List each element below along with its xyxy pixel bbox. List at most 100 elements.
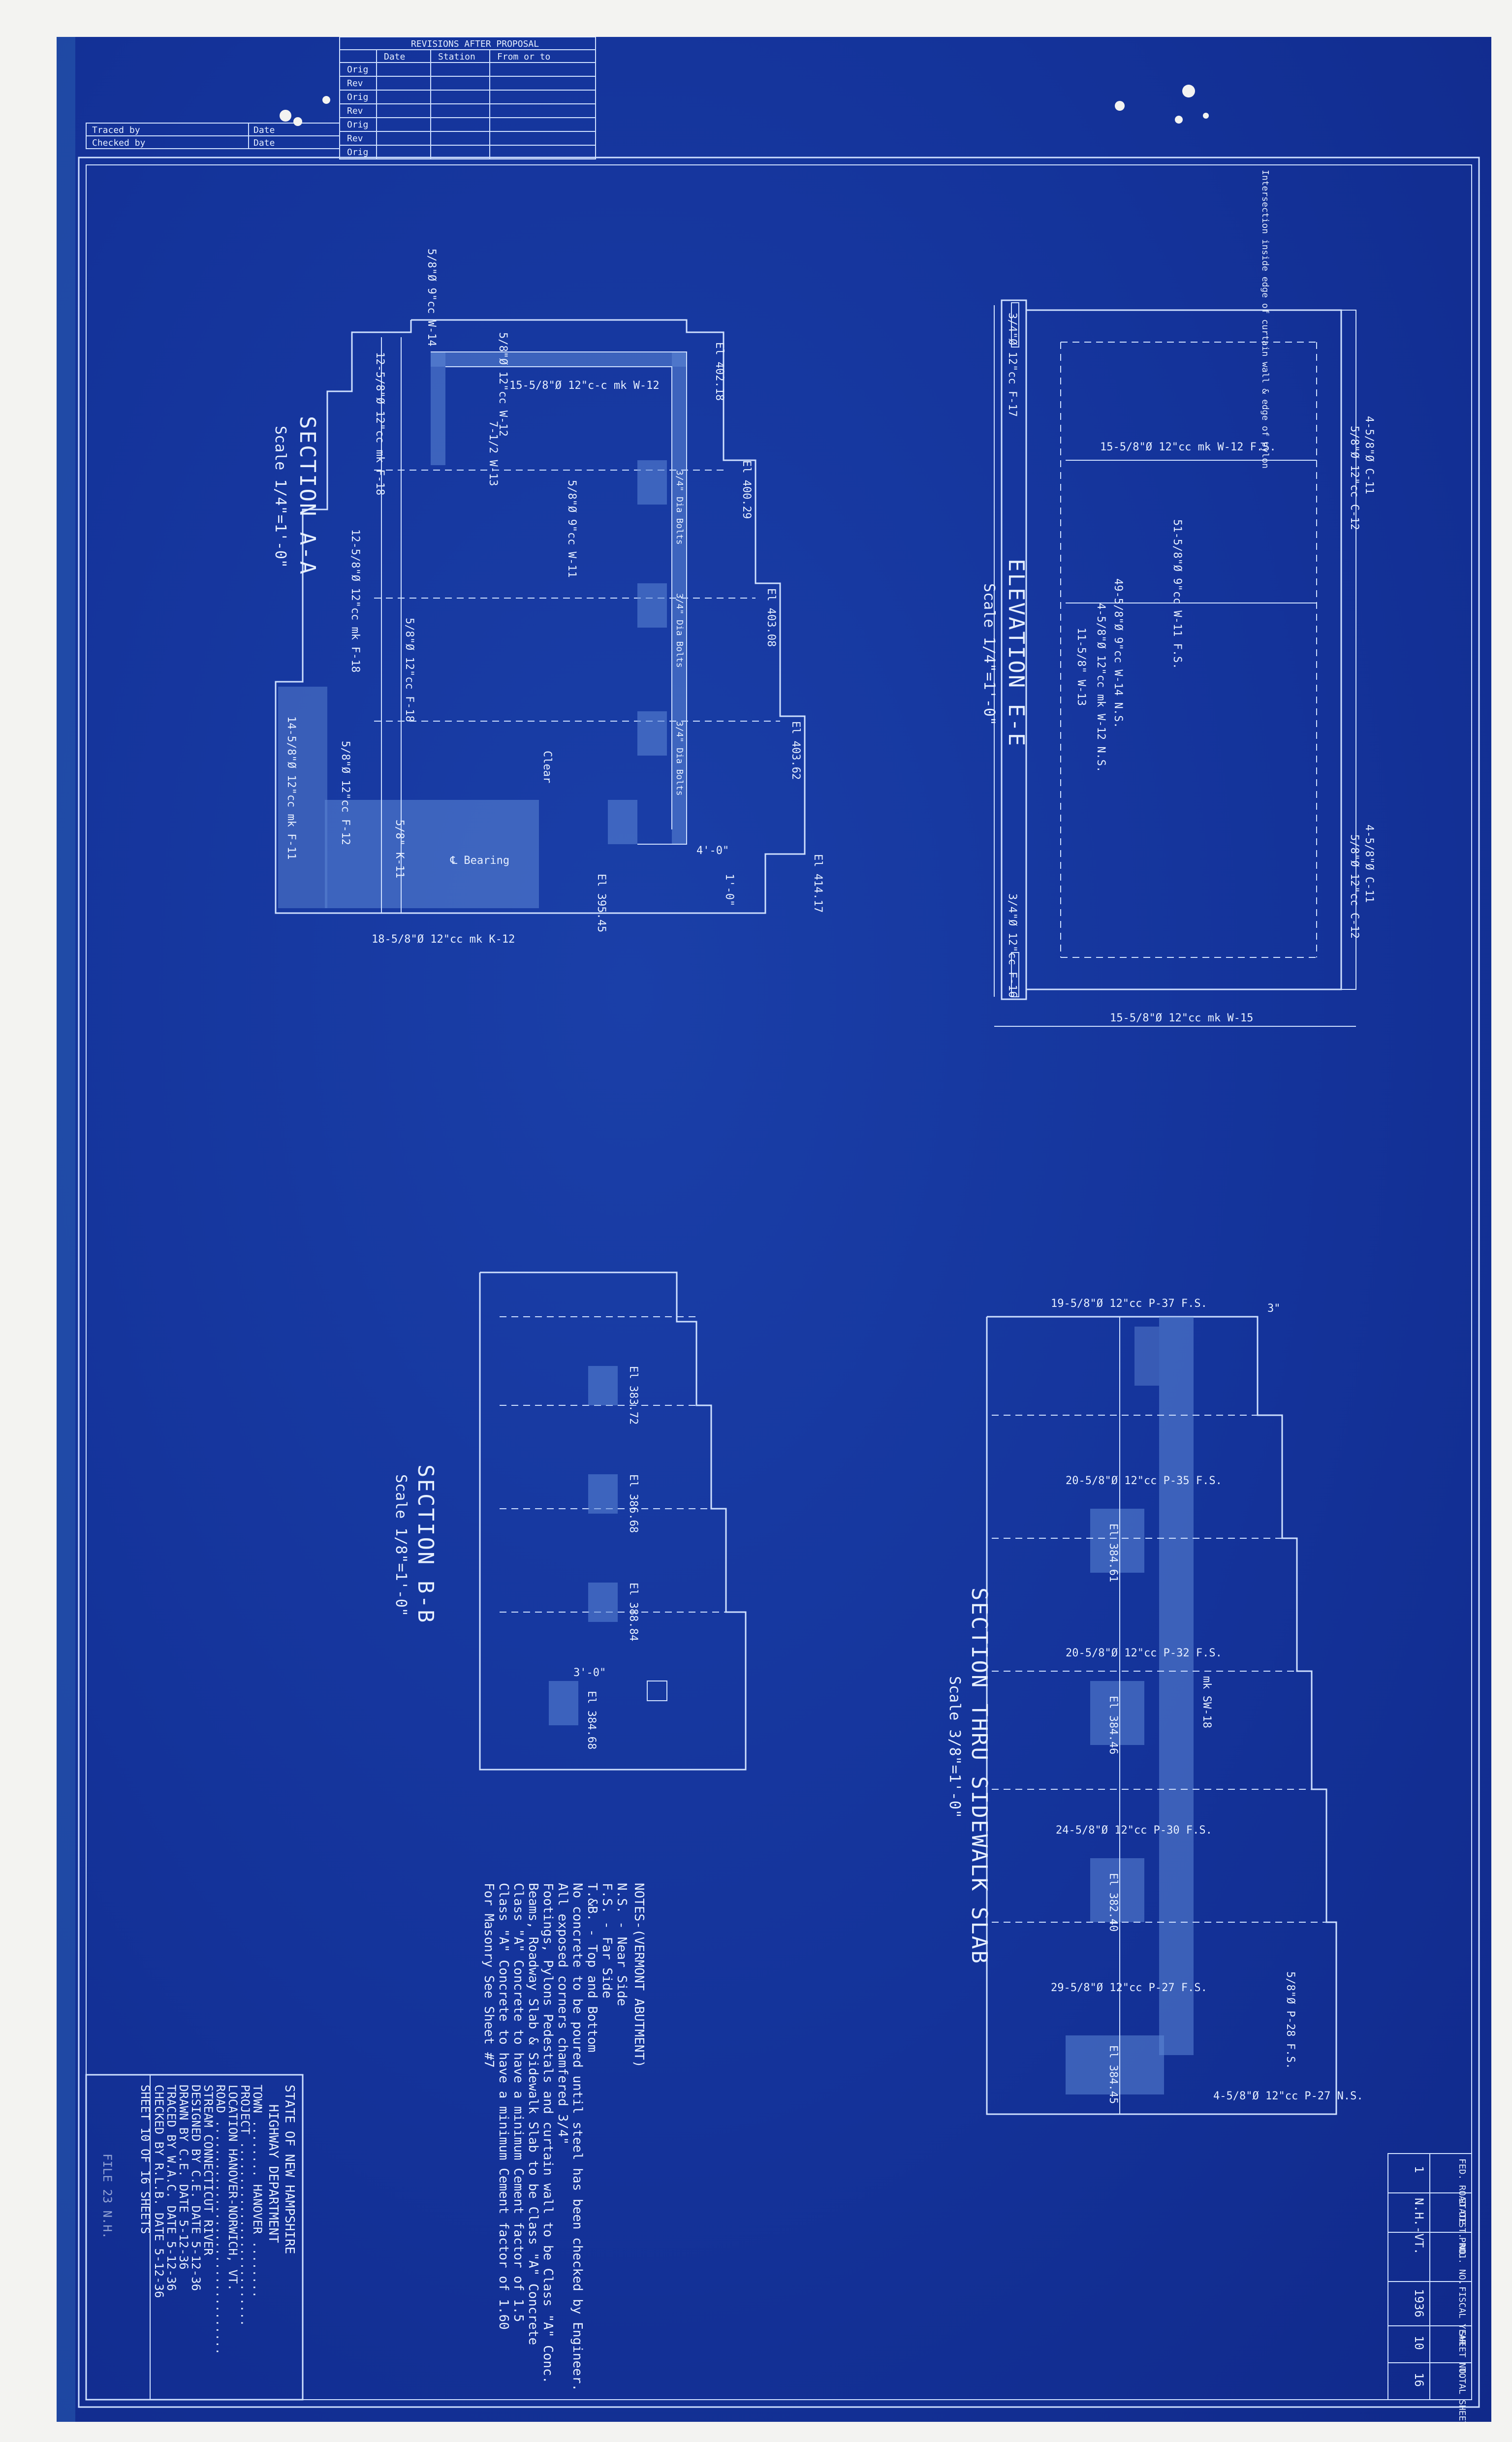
- label-f18b: 12-5/8"Ø 12"cc mk F-18: [349, 529, 361, 672]
- label-bar4: 4-5/8"Ø 12"cc mk W-12 N.S.: [1095, 603, 1107, 772]
- label-w13: 7-1/2 W-13: [487, 421, 499, 486]
- label-clear: Clear: [541, 751, 553, 783]
- section-bb: SECTION B-B Scale 1/8"=1'-0" El 383.72 E…: [392, 1271, 747, 1771]
- note-line: F.S. - Far Side: [599, 1883, 614, 1998]
- tb-row: STREAM CONNECTICUT RIVER: [201, 2085, 215, 2255]
- label-f18a: 12-5/8"Ø 12"cc mk F-18: [374, 352, 386, 495]
- note-line: Footings, Pylons Pedestals and curtain w…: [540, 1883, 555, 2383]
- label-bolts: 3/4" Dia Bolts: [674, 721, 685, 796]
- note-line: All exposed corners chamfered 3/4": [555, 1883, 570, 2145]
- tb-row: PROJECT ..........................: [238, 2085, 252, 2326]
- section-aa-scale: Scale 1/4"=1'-0": [272, 426, 289, 568]
- label-c12b: 5/8"Ø 12"cc C-12: [1348, 834, 1360, 939]
- notes-heading: NOTES-(VERMONT ABUTMENT): [631, 1883, 646, 2068]
- date-label: Date: [253, 125, 275, 135]
- idx-header: TOTAL SHEETS: [1457, 2368, 1467, 2422]
- sheet-border: [78, 157, 1480, 2408]
- label-bolts: 3/4" Dia Bolts: [674, 593, 685, 668]
- rev-row: Rev: [347, 133, 363, 144]
- checked-by: Checked by: [92, 138, 146, 148]
- label-el4: El 403.62: [789, 721, 802, 780]
- label-bar5: 11-5/8" W-13: [1075, 628, 1087, 706]
- sheet-inner-border: [86, 164, 1472, 2400]
- rev-col-date: Date: [384, 52, 405, 62]
- label-c11a: 4-5/8"Ø C-11: [1363, 416, 1375, 494]
- traced-checked-block: Traced by Checked by Date Date: [86, 123, 340, 149]
- idx-header: FISCAL YEAR: [1457, 2286, 1467, 2345]
- label-w12: 5/8"Ø 12"cc W-12: [497, 332, 509, 437]
- label-p32: 20-5/8"Ø 12"cc P-32 F.S.: [1066, 1647, 1222, 1659]
- note-line: Class "A" Concrete to have a minimum Cem…: [496, 1883, 511, 2330]
- elevation-ee: ELEVATION E-E Scale 1/4"=1'-0" 15-5/8"Ø …: [980, 170, 1375, 1027]
- label-p37: 19-5/8"Ø 12"cc P-37 F.S.: [1051, 1298, 1207, 1310]
- tb-dept: HIGHWAY DEPARTMENT: [266, 2104, 281, 2243]
- label-bearing: ℄ Bearing: [450, 855, 509, 867]
- note-line: For Masonry See Sheet #7: [481, 1883, 496, 2068]
- label-p35: 20-5/8"Ø 12"cc P-35 F.S.: [1066, 1475, 1222, 1487]
- rev-row: Rev: [347, 78, 363, 89]
- label-p27ns: 4-5/8"Ø 12"cc P-27 N.S.: [1213, 2090, 1363, 2102]
- label-p28: 5/8"Ø P-28 F.S.: [1284, 1971, 1296, 2069]
- tb-row: DRAWN BY C.E. DATE 5-12-36: [177, 2085, 190, 2270]
- idx-header: PROJ. NO.: [1457, 2237, 1467, 2285]
- label-c11b: 4-5/8"Ø C-11: [1363, 825, 1375, 903]
- label-el1: El 402.18: [713, 342, 725, 401]
- label-el2: El 400.29: [740, 460, 753, 519]
- revision-block: REVISIONS AFTER PROPOSAL Date Station Fr…: [339, 37, 596, 159]
- label-k11: 5/8" K-11: [393, 820, 406, 878]
- drawing-canvas: REVISIONS AFTER PROPOSAL Date Station Fr…: [78, 37, 1480, 2422]
- notes-block: NOTES-(VERMONT ABUTMENT) N.S. - Near Sid…: [481, 1883, 646, 2391]
- note-line: Beams, Roadway Slab & Sidewalk Slab to b…: [526, 1883, 540, 2345]
- idx-header: SHEET NO.: [1457, 2331, 1467, 2379]
- label-el6: El 395.45: [595, 874, 607, 932]
- blueprint-sheet: REVISIONS AFTER PROPOSAL Date Station Fr…: [57, 37, 1491, 2422]
- label-dim2: 1'-0": [723, 874, 735, 906]
- idx-value: 10: [1412, 2336, 1426, 2350]
- tb-row: DESIGNED BY C.E. DATE 5-12-36: [189, 2085, 203, 2291]
- label-k12: 18-5/8"Ø 12"cc mk K-12: [372, 933, 515, 946]
- elevation-title: ELEVATION E-E: [1004, 559, 1029, 747]
- label-sw-el2: El 384.46: [1107, 1696, 1119, 1754]
- label-p27: 29-5/8"Ø 12"cc P-27 F.S.: [1051, 1982, 1207, 1994]
- label-sw-el1: El 384.61: [1107, 1523, 1119, 1582]
- idx-value: 1936: [1412, 2289, 1426, 2317]
- section-sidewalk: SECTION THRU SIDEWALK SLAB Scale 3/8"=1'…: [946, 1298, 1363, 2115]
- label-bar1: 15-5/8"Ø 12"cc mk W-12 F.S.: [1100, 441, 1276, 453]
- label-p30: 24-5/8"Ø 12"cc P-30 F.S.: [1056, 1824, 1212, 1837]
- tb-row: SHEET 10 OF 16 SHEETS: [138, 2085, 152, 2234]
- rev-row: Orig: [347, 147, 368, 158]
- label-dim3: 3": [1267, 1302, 1281, 1315]
- tb-row: LOCATION HANOVER-NORWICH, VT.: [226, 2085, 240, 2291]
- label-sw-el4: El 384.45: [1107, 2045, 1119, 2104]
- elevation-scale: Scale 1/4"=1'-0": [980, 583, 998, 726]
- sheet-edge: [57, 37, 75, 2422]
- idx-value: N.H.-VT.: [1412, 2198, 1426, 2255]
- label-w14: 5/8"Ø 9"cc W-14: [425, 249, 438, 347]
- tb-stamp: FILE 23 N.H.: [100, 2154, 114, 2239]
- label-w11: 5/8"Ø 9"cc W-11: [566, 480, 578, 578]
- section-aa-title: SECTION A-A: [295, 416, 320, 575]
- rev-row: Orig: [347, 64, 368, 75]
- tb-row: TOWN ........ HANOVER ........: [251, 2085, 264, 2298]
- rev-row: Orig: [347, 92, 368, 102]
- label-dim1: 4'-0": [696, 845, 729, 857]
- label-bar3: 49-5/8"Ø 9"cc W-14 N.S.: [1112, 578, 1124, 729]
- note-line: Class "A" Concrete to have a minimum Cem…: [511, 1883, 526, 2322]
- label-f17: 3/4"Ø 12"cc F-17: [1006, 313, 1018, 417]
- section-bb-title: SECTION B-B: [413, 1464, 438, 1624]
- tb-row: ROAD .................................: [214, 2085, 227, 2355]
- label-bb-el2: El 386.68: [627, 1474, 639, 1533]
- idx-value: 1: [1412, 2166, 1426, 2173]
- label-bb-el4: El 384.68: [585, 1691, 598, 1749]
- revision-header: REVISIONS AFTER PROPOSAL: [411, 39, 539, 49]
- label-f12: 5/8"Ø 12"cc F-12: [339, 741, 351, 845]
- idx-header: STATE: [1457, 2198, 1467, 2224]
- sidewalk-scale: Scale 3/8"=1'-0": [946, 1676, 963, 1818]
- label-w18: mk SW-18: [1200, 1676, 1213, 1728]
- index-block: FED. ROAD DIST. NO. STATE PROJ. NO. FISC…: [1387, 2153, 1472, 2422]
- label-bar2: 51-5/8"Ø 9"cc W-11 F.S.: [1171, 519, 1183, 669]
- punch-holes: [280, 85, 1209, 126]
- tb-agency: STATE OF NEW HAMPSHIRE: [282, 2085, 297, 2254]
- title-block: STATE OF NEW HAMPSHIRE HIGHWAY DEPARTMEN…: [85, 2074, 304, 2401]
- label-bb-dim: 3'-0": [573, 1667, 606, 1679]
